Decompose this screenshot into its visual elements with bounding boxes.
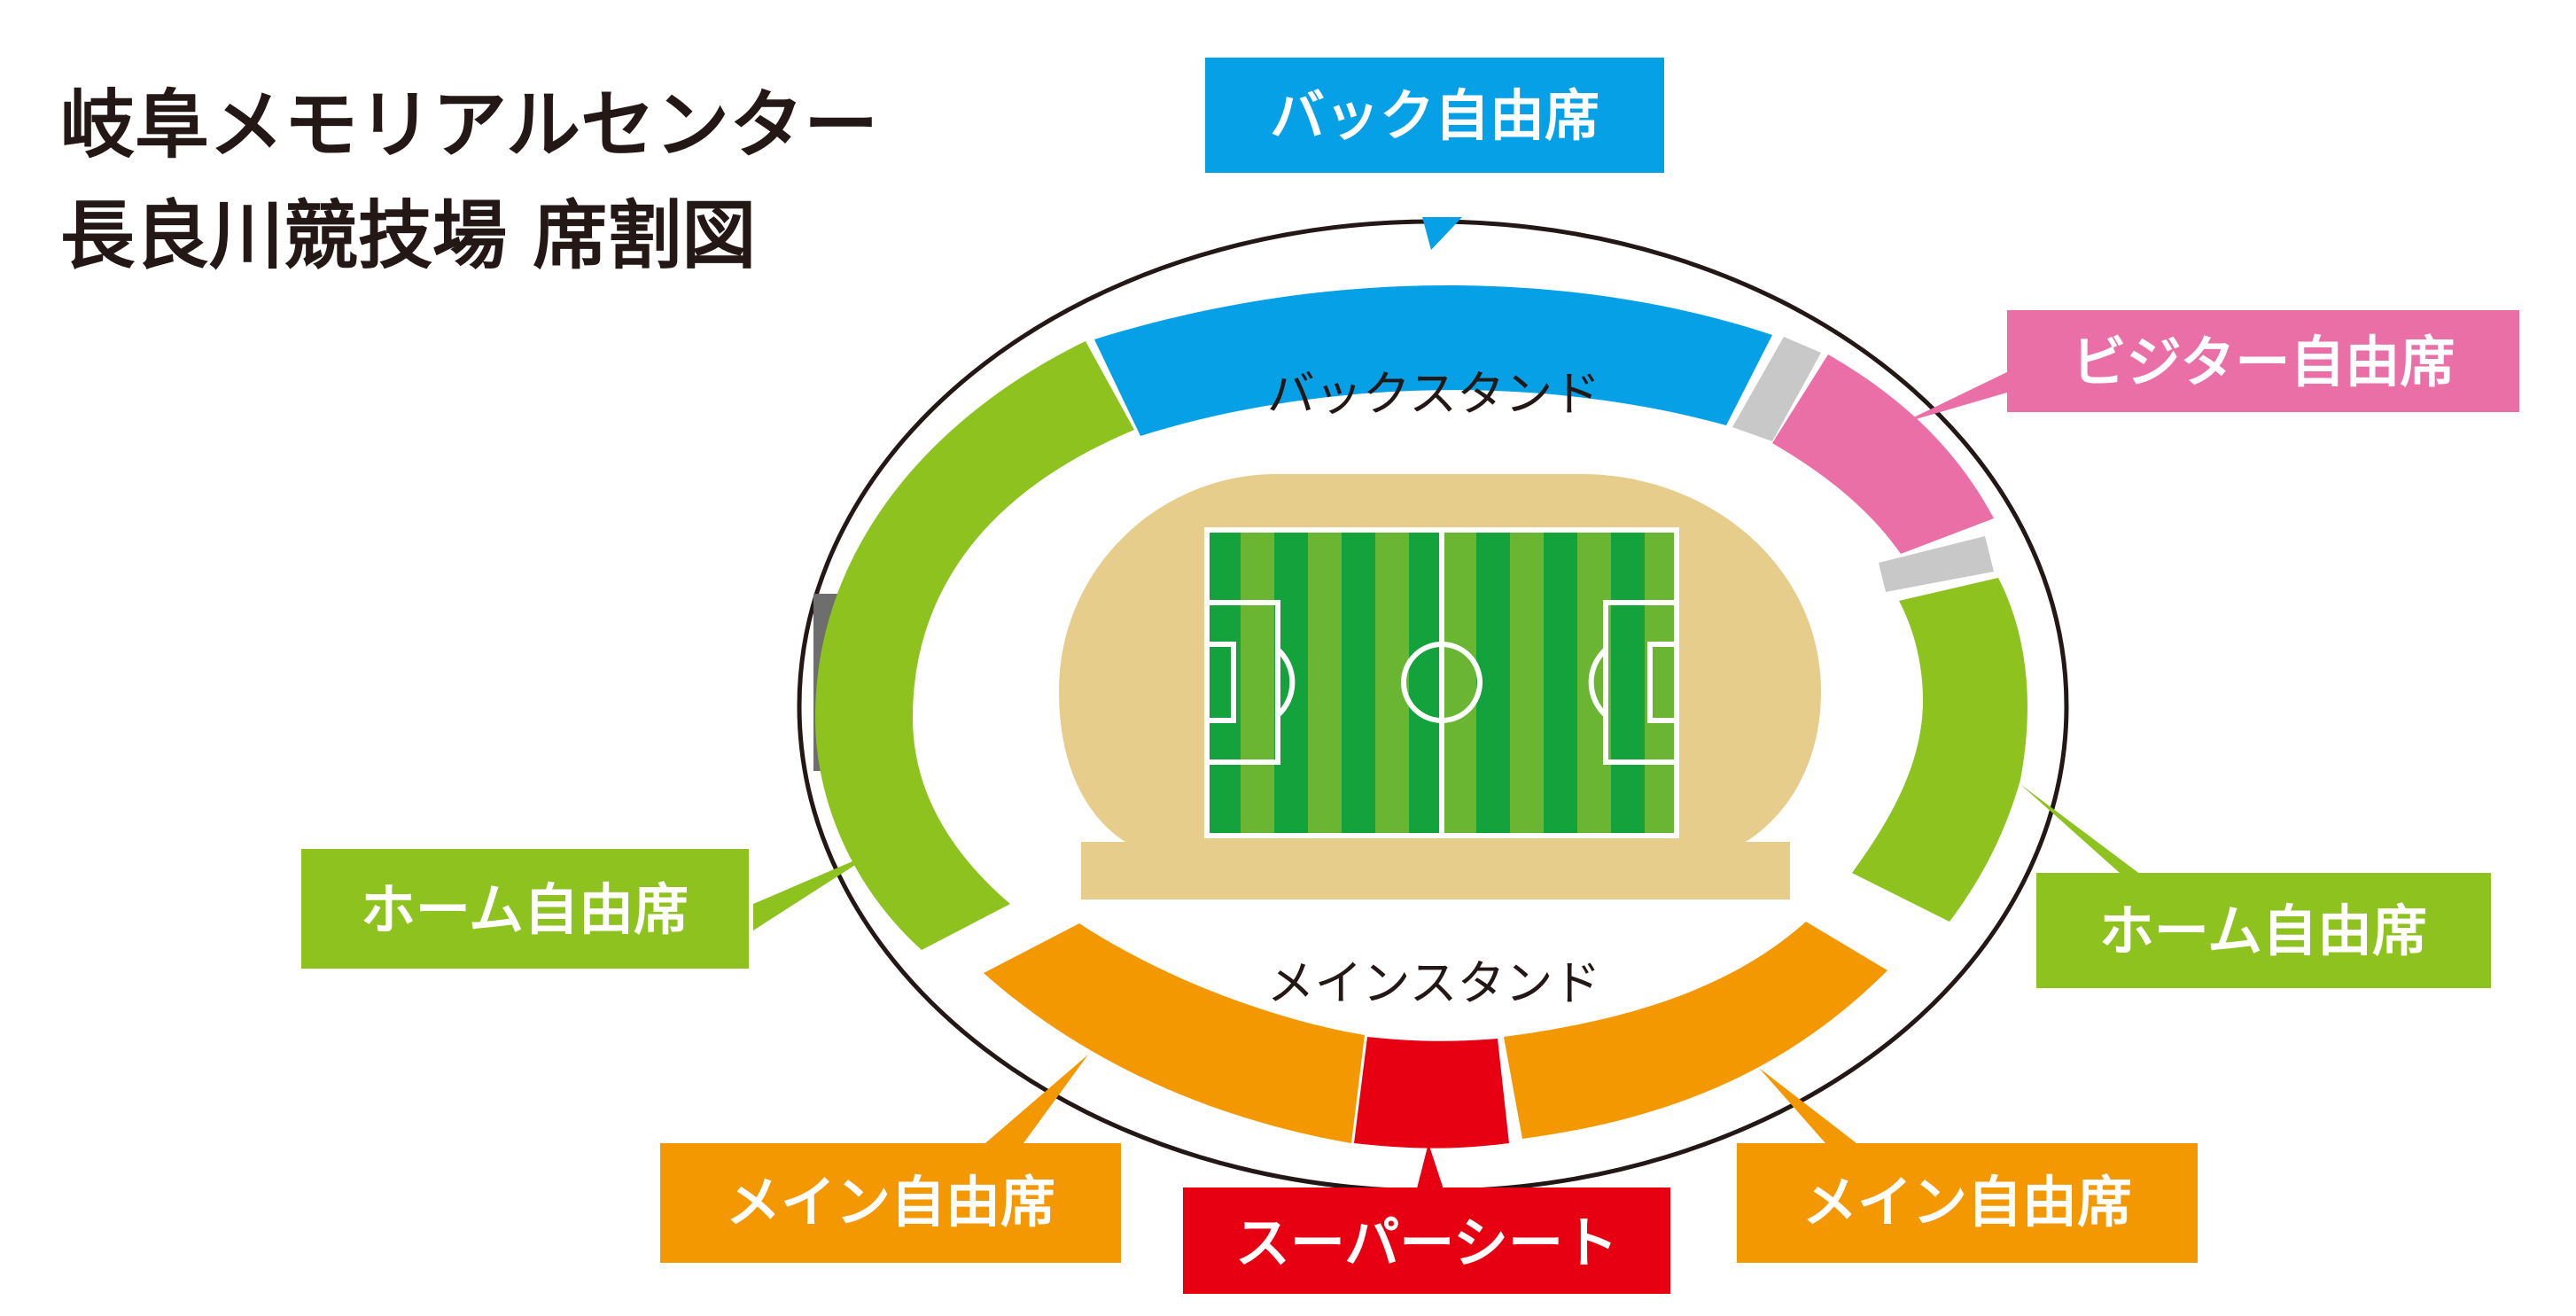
title-line1: 岐阜メモリアルセンター	[60, 82, 878, 168]
visitor-free-label: ビジター自由席	[2072, 330, 2455, 394]
main-free-seats-left[interactable]	[984, 923, 1365, 1143]
back-stand-name: バックスタンド	[1267, 366, 1600, 422]
aisle-gap-top	[1732, 337, 1821, 441]
main-free-left-label-box[interactable]	[660, 1143, 1121, 1263]
title-line2: 長良川競技場 席割図	[60, 192, 756, 279]
home-free-seats-right[interactable]	[1852, 578, 2027, 922]
super-seat-callout-pointer	[1416, 1143, 1444, 1192]
back-free-label: バック自由席	[1270, 83, 1599, 148]
back-free-callout-pointer	[1422, 217, 1462, 250]
visitor-free-callout-pointer	[1901, 368, 2016, 424]
super-seat-label-box[interactable]	[1183, 1188, 1670, 1294]
back-free-label-box[interactable]	[1205, 58, 1664, 173]
home-free-left-label-box[interactable]	[301, 849, 749, 969]
main-free-right-label: メイン自由席	[1802, 1170, 2132, 1234]
main-free-left-callout-pointer	[985, 1055, 1088, 1143]
football-pitch	[1204, 527, 1679, 838]
main-free-right-callout-pointer	[1759, 1068, 1856, 1143]
visitor-free-label-box[interactable]	[2007, 310, 2519, 412]
home-free-left-label: ホーム自由席	[361, 877, 689, 942]
main-free-left-label: メイン自由席	[726, 1170, 1055, 1234]
aisle-gap-right	[1879, 536, 1994, 592]
main-free-right-label-box[interactable]	[1737, 1143, 2198, 1263]
back-free-seats[interactable]	[1094, 285, 1772, 436]
visitor-free-seats[interactable]	[1772, 354, 1994, 554]
home-free-seats-left[interactable]	[815, 341, 1134, 950]
home-free-right-label-box[interactable]	[2036, 873, 2491, 988]
home-free-right-callout-pointer	[2020, 784, 2144, 895]
main-stand-name: メインスタンド	[1267, 955, 1601, 1011]
super-seat-label: スーパーシート	[1235, 1211, 1618, 1275]
home-free-right-label: ホーム自由席	[2099, 899, 2427, 963]
main-free-seats-right[interactable]	[1504, 922, 1887, 1139]
super-seat-section[interactable]	[1354, 1037, 1509, 1149]
home-free-left-callout-pointer	[753, 851, 877, 931]
